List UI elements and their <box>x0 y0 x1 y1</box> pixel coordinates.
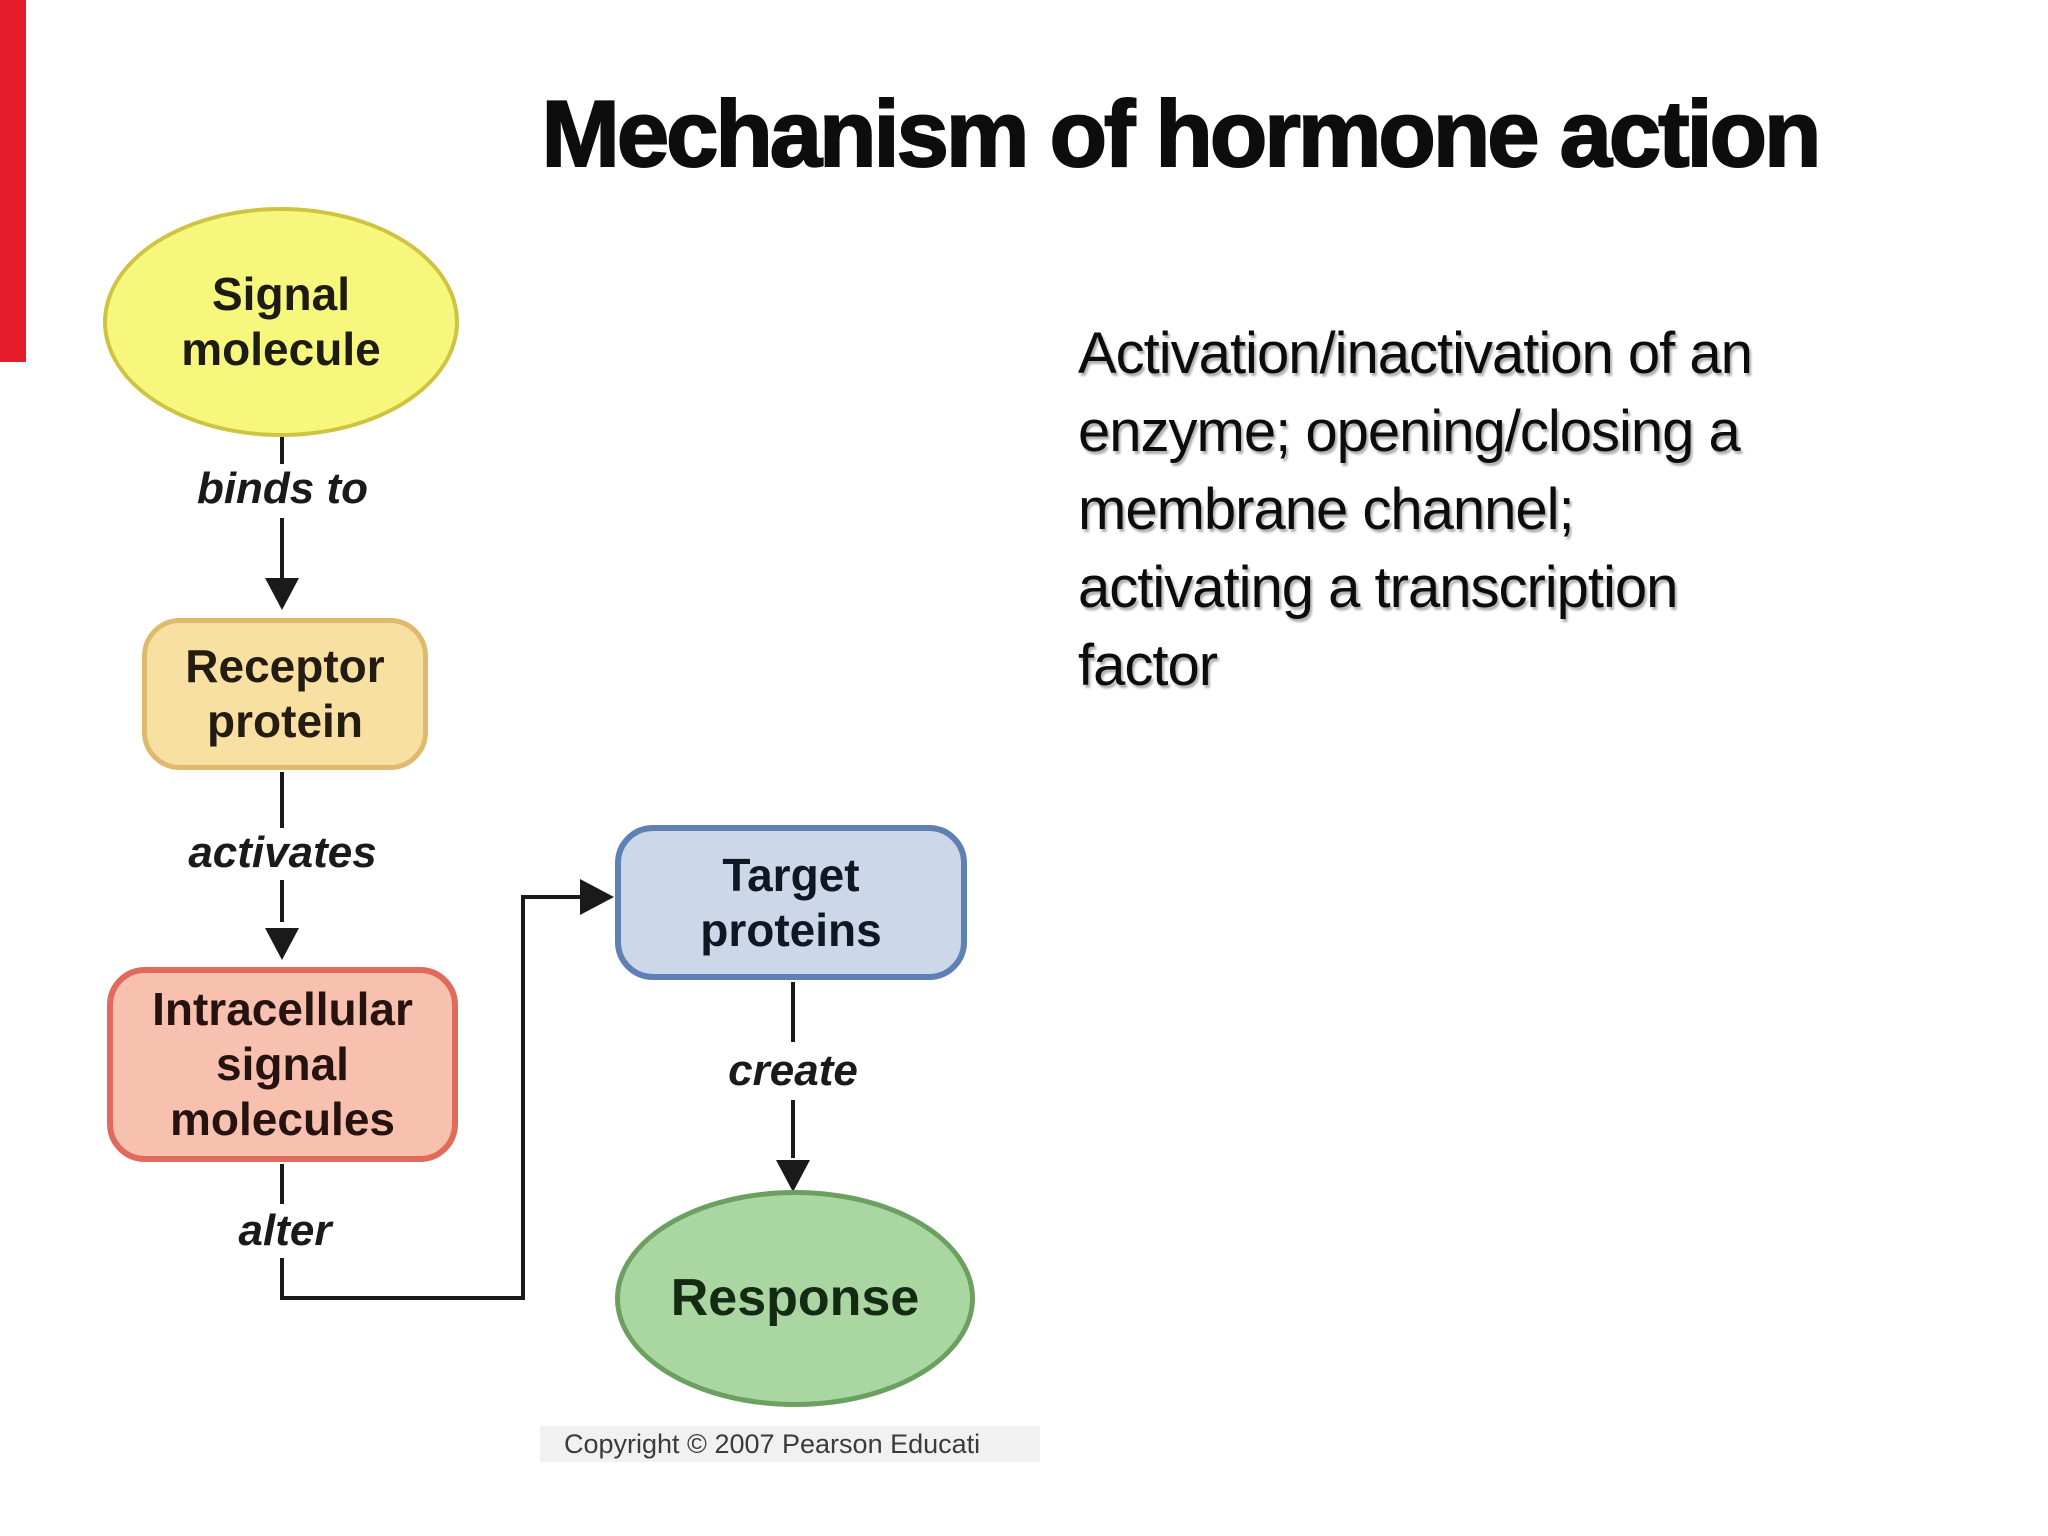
connector-line <box>791 982 795 1042</box>
annotation-line: factor <box>1078 633 1218 698</box>
connector-line <box>791 1100 795 1158</box>
edge-label-alter: alter <box>210 1206 360 1256</box>
node-label-line: signal <box>216 1038 349 1090</box>
connector-line <box>523 895 581 899</box>
node-label-line: Receptor <box>185 640 385 692</box>
connector-line <box>280 1258 284 1300</box>
arrowhead-down-icon <box>265 928 299 960</box>
node-response: Response <box>615 1190 975 1407</box>
annotation-line: membrane channel; <box>1078 477 1575 542</box>
node-target-proteins: Target proteins <box>615 825 967 980</box>
copyright-notice: Copyright © 2007 Pearson Educati <box>540 1426 1040 1462</box>
arrowhead-down-icon <box>776 1160 810 1192</box>
node-receptor-protein: Receptor protein <box>142 618 428 770</box>
node-label-line: Response <box>670 1269 920 1327</box>
left-red-accent-bar <box>0 0 26 362</box>
edge-label-activates: activates <box>155 828 410 878</box>
node-signal-molecule: Signal molecule <box>103 207 459 437</box>
connector-line <box>280 437 284 467</box>
node-label-line: proteins <box>700 903 882 956</box>
annotation-line: Activation/inactivation of an <box>1078 321 1753 386</box>
arrowhead-down-icon <box>265 578 299 610</box>
node-label-line: protein <box>207 695 363 747</box>
connector-line <box>280 880 284 922</box>
annotation-paragraph: Activation/inactivation of an enzyme; op… <box>1078 315 1978 705</box>
node-label-line: molecule <box>181 323 381 375</box>
node-label-line: Intracellular <box>152 983 413 1035</box>
connector-line <box>521 895 525 1300</box>
connector-line <box>280 1296 525 1300</box>
connector-line <box>280 1164 284 1204</box>
edge-label-binds-to: binds to <box>160 464 405 514</box>
connector-line <box>280 518 284 580</box>
annotation-line: activating a transcription <box>1078 555 1678 620</box>
annotation-line: enzyme; opening/closing a <box>1078 399 1741 464</box>
node-intracellular-signal-molecules: Intracellular signal molecules <box>107 967 458 1162</box>
slide-title: Mechanism of hormone action <box>541 80 1823 187</box>
connector-line <box>280 772 284 830</box>
edge-label-create: create <box>723 1046 863 1096</box>
node-label-line: Signal <box>211 268 351 320</box>
node-label-line: Target <box>722 848 860 901</box>
node-label-line: molecules <box>170 1093 395 1145</box>
arrowhead-right-icon <box>580 879 614 915</box>
